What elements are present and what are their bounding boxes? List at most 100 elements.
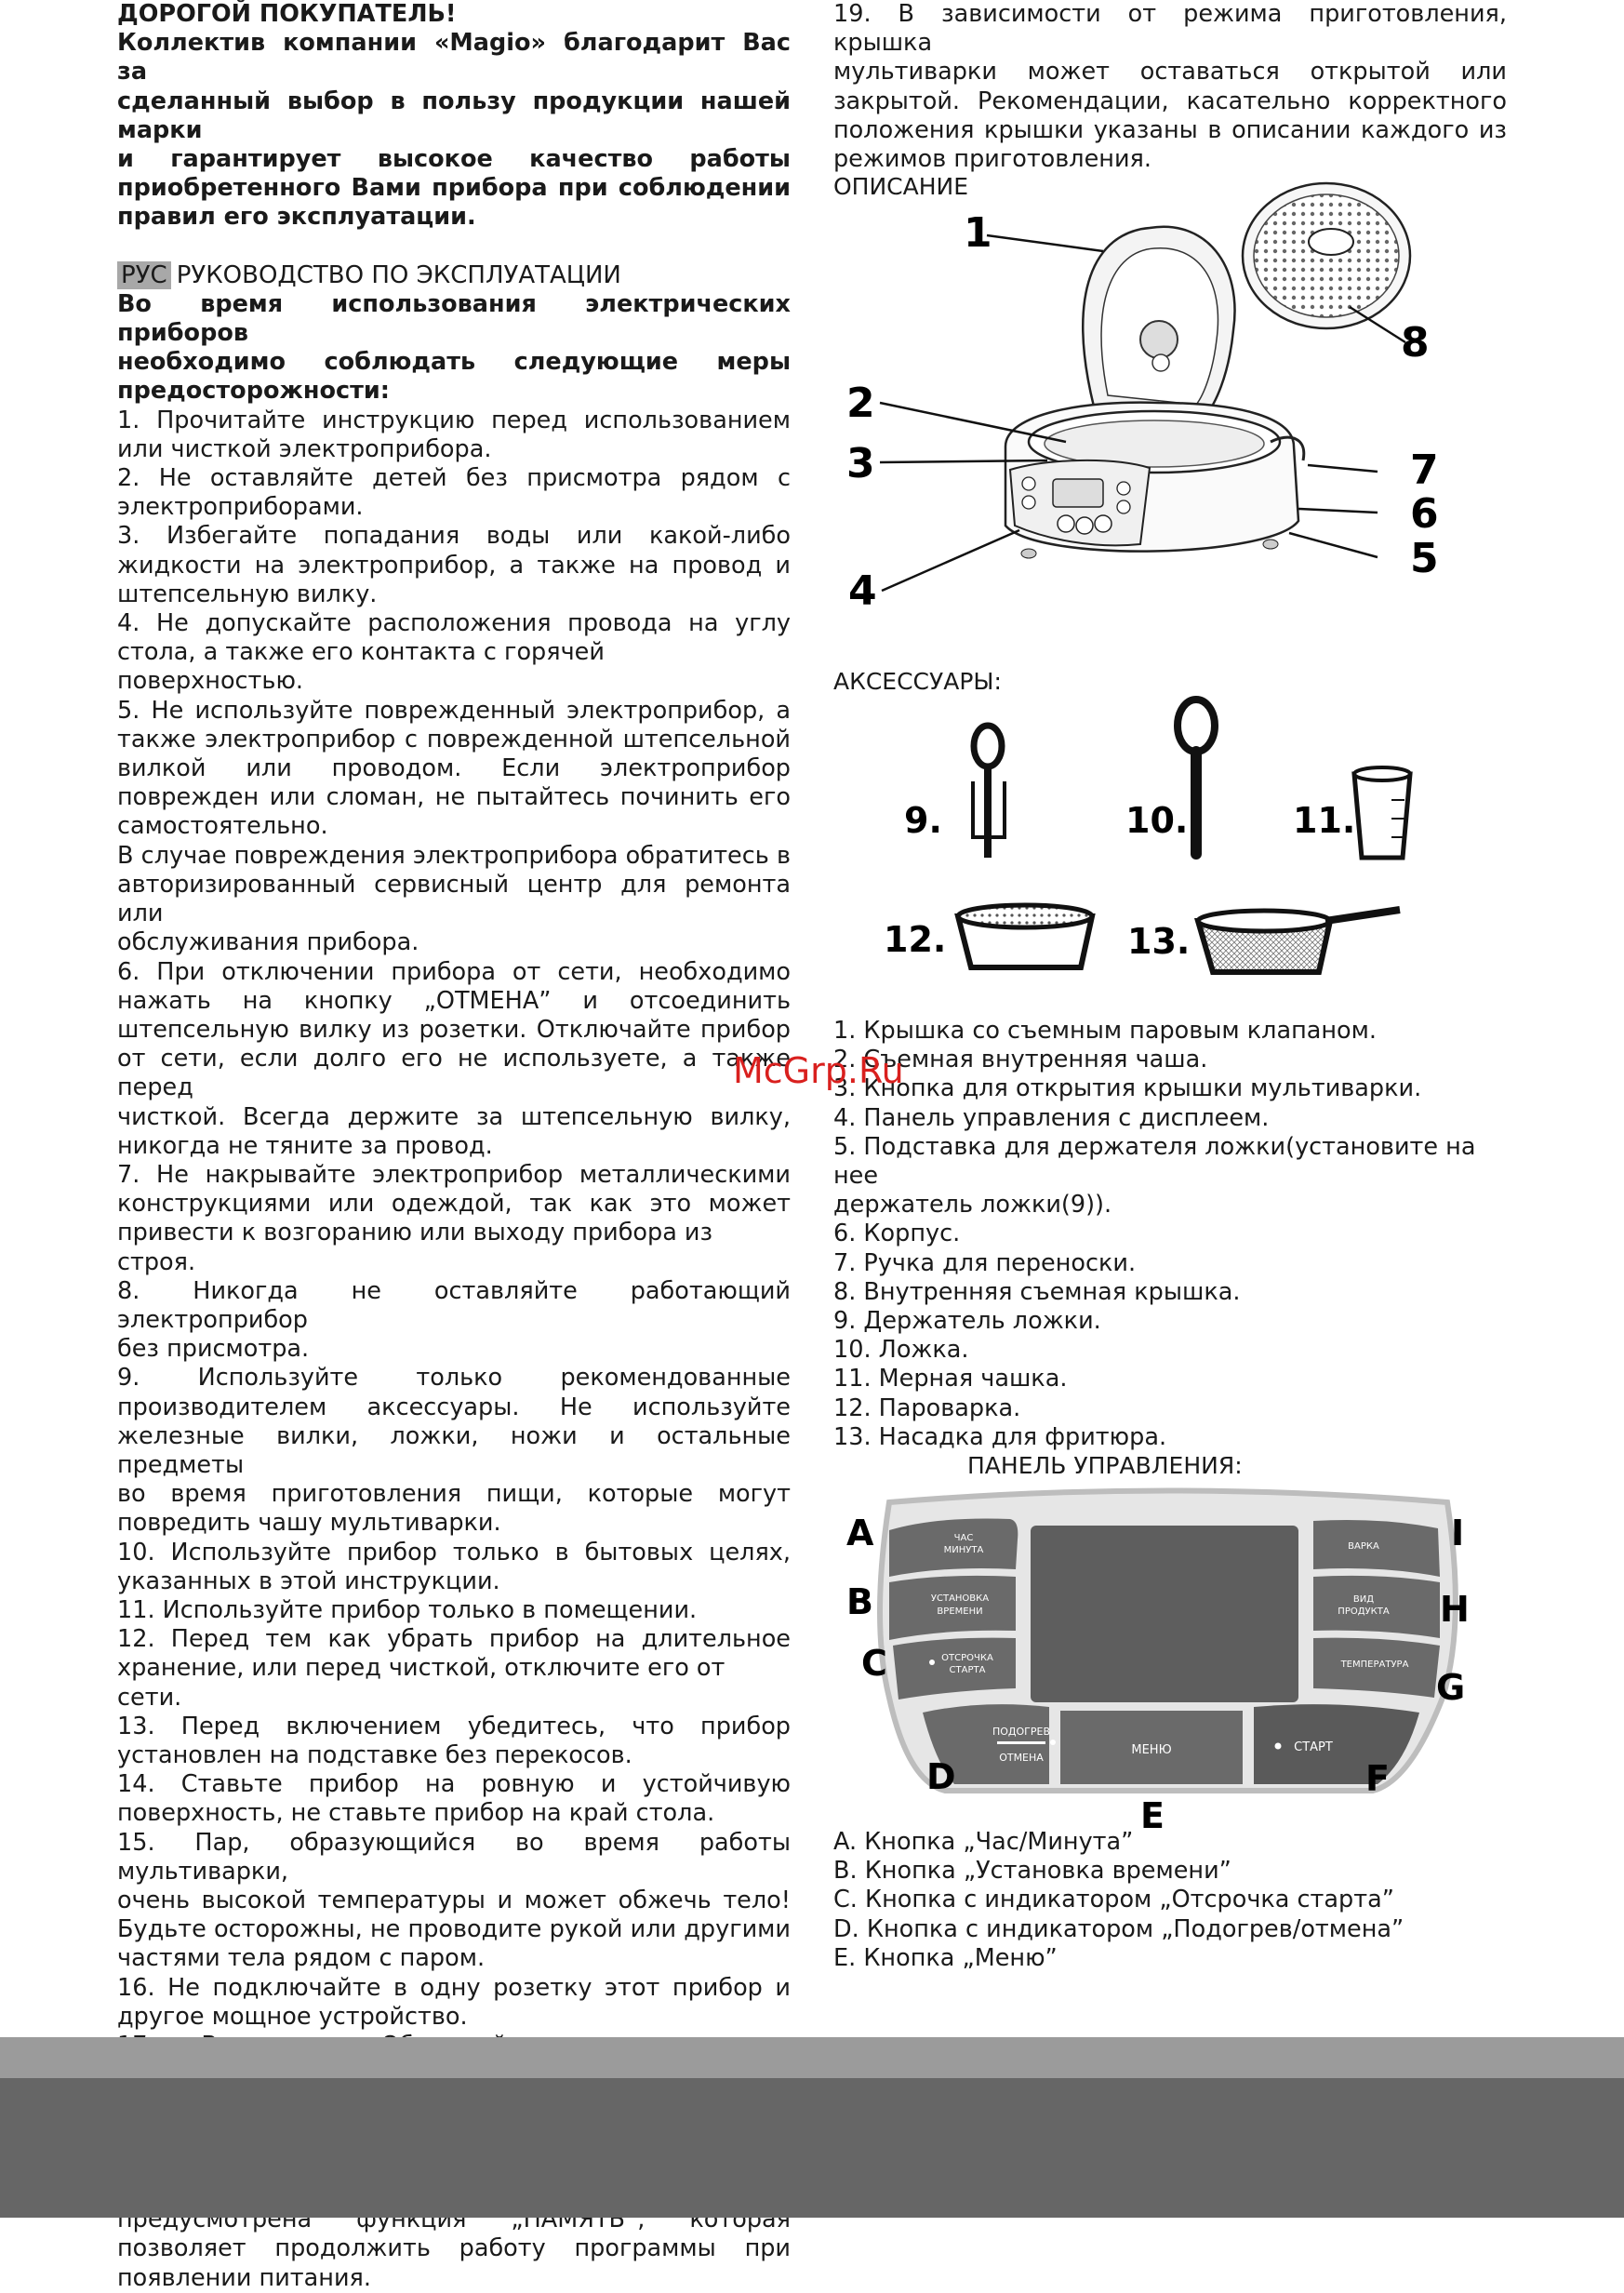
part-item: держатель ложки(9)). [833,1191,1112,1220]
callout-number: 3 [846,440,875,487]
rule-line: повредить чашу мультиварки. [117,1509,501,1538]
rule-item: 1. Прочитайте инструкцию перед использов… [117,407,791,464]
rule-line: 14. Ставьте прибор на ровную и устойчиву… [117,1770,791,1799]
callout-line [879,459,1048,464]
rule-line: электроприборами. [117,493,364,522]
valve-small [1151,353,1170,372]
hour-minute-button[interactable] [889,1518,1018,1578]
rules-list: 1. Прочитайте инструкцию перед использов… [117,407,791,2293]
button-label: УСТАНОВКА [931,1593,989,1604]
spoon-icon [1174,696,1218,860]
rule-line: 1. Прочитайте инструкцию перед использов… [117,406,791,434]
rule-line: железные вилки, ложки, ножи и остальные … [117,1421,791,1479]
panel-button [1075,516,1094,535]
greeting-body: Коллектив компании «Magio» благодарит Ва… [117,29,791,232]
rule-item: 5. Не используйте поврежденный электропр… [117,697,791,842]
foot [1262,539,1279,550]
button-label: ПРОДУКТА [1338,1606,1390,1617]
rule-line: 19. В зависимости от режима приготовлени… [833,0,1507,58]
button-label: ВИД [1353,1594,1374,1605]
inner-bowl [1044,420,1265,468]
panel-letter: F [1365,1758,1390,1799]
rule-line: хранение, или перед чисткой, отключите е… [117,1654,725,1712]
button-label: СТАРТА [950,1665,986,1675]
callout-number: 2 [846,380,875,427]
rule-line: 15. Пар, образующийся во время работы му… [117,1828,791,1886]
panel-button [1057,514,1075,533]
rule-line: другое мощное устройство. [117,2002,468,2031]
rule-line: стола, а также его контакта с горячей по… [117,638,605,696]
rule-line: привести к возгоранию или выходу прибора… [117,1219,713,1276]
intro-line: необходимо соблюдать следующие меры [117,348,791,377]
rule-line: никогда не тяните за провод. [117,1131,493,1160]
rule-item: 10. Используйте прибор только в бытовых … [117,1539,791,1596]
button-label: ОТСРОЧКА [941,1653,993,1663]
rule-line: конструкциями или одеждой, так как это м… [117,1190,791,1219]
rule-line: 3. Избегайте попадания воды или какой-ли… [117,522,791,551]
rule-item: 4. Не допускайте расположения провода на… [117,609,791,697]
rule-item: В случае повреждения электроприбора обра… [117,842,791,958]
panel-letter: E [1140,1795,1165,1836]
fryer-basket-icon [1194,906,1401,975]
callout-line [879,401,1067,444]
cook-button[interactable] [1313,1520,1440,1577]
rule-line: режимов приготовления. [833,145,1151,174]
product-type-button[interactable] [1313,1575,1440,1638]
manual-title: РУКОВОДСТВО ПО ЭКСПЛУАТАЦИИ [176,260,621,289]
parts-list: 1. Крышка со съемным паровым клапаном.2.… [833,1017,1507,1452]
delay-start-button[interactable] [893,1637,1016,1700]
rule-item: 13. Перед включением убедитесь, что приб… [117,1713,791,1770]
display-screen [1031,1526,1298,1702]
left-column: ДОРОГОЙ ПОКУПАТЕЛЬ! Коллектив компании «… [117,0,791,2293]
menu-button[interactable] [1060,1711,1243,1784]
rule-line: чисткой. Всегда держите за штепсельную в… [117,1102,791,1131]
intro-line: предосторожности: [117,377,390,406]
greeting-line: правил его эксплуатации. [117,203,476,232]
rule-line: указанных в этой инструкции. [117,1566,500,1595]
callout-number: 4 [848,567,877,615]
callout-line [986,233,1104,253]
panel-title: ПАНЕЛЬ УПРАВЛЕНИЯ: [967,1452,1243,1479]
rule-line: также электроприбор с поврежденной штепс… [117,725,791,753]
rule-item: 15. Пар, образующийся во время работы му… [117,1829,791,1974]
footer-band-light [0,2037,1624,2078]
rule-line: штепсельную вилку из розетки. Отключайте… [117,1015,791,1044]
callout-line [1288,531,1378,559]
temperature-button[interactable] [1313,1637,1440,1698]
part-item: 11. Мерная чашка. [833,1365,1068,1393]
right-column: 19. В зависимости от режима приготовлени… [833,0,1507,174]
rule-line: вилкой или проводом. Если электроприбор [117,754,791,783]
rule-line: 6. При отключении прибора от сети, необх… [117,957,791,986]
panel-letter: I [1451,1513,1464,1553]
panel-letter: A [846,1513,874,1553]
rule-line: жидкости на электроприбор, а также на пр… [117,551,791,580]
callout-line [1349,305,1406,344]
indicator-icon [1274,1742,1282,1750]
accessories-illustration: 9. 10. 11. 12. 13. [884,696,1413,975]
callout-number: 5 [1410,535,1439,582]
rule-item: 7. Не накрывайте электроприбор металличе… [117,1161,791,1277]
rule-line: позволяет продолжить работу программы пр… [117,2234,791,2263]
greeting-line: и гарантирует высокое качество работы [117,145,791,174]
accessory-number: 12. [884,919,946,960]
button-description: B. Кнопка „Установка времени” [833,1857,1231,1886]
set-time-button[interactable] [889,1575,1016,1640]
button-label: ПОДОГРЕВ [992,1726,1050,1738]
part-item: 12. Пароварка. [833,1393,1021,1422]
accessory-number: 11. [1293,800,1355,841]
description-title: ОПИСАНИЕ [833,173,969,200]
panel-button [1116,500,1131,514]
warm-cancel-button[interactable] [923,1704,1049,1784]
button-description: D. Кнопка с индикатором „Подогрев/отмена… [833,1914,1404,1943]
panel-letter: D [926,1756,956,1797]
start-button[interactable] [1254,1704,1419,1784]
rule-line: появлении питания. [117,2263,371,2292]
part-item: 9. Держатель ложки. [833,1307,1101,1336]
button-label: ВРЕМЕНИ [937,1606,982,1617]
precautions-intro: Во время использования электрических при… [117,290,791,407]
panel-letter: C [861,1643,887,1684]
part-item: 3. Кнопка для открытия крышки мультиварк… [833,1074,1422,1103]
rule-line: закрытой. Рекомендации, касательно корре… [833,87,1507,115]
rule-line: нажать на кнопку „ОТМЕНА” и отсоединить [117,986,791,1015]
